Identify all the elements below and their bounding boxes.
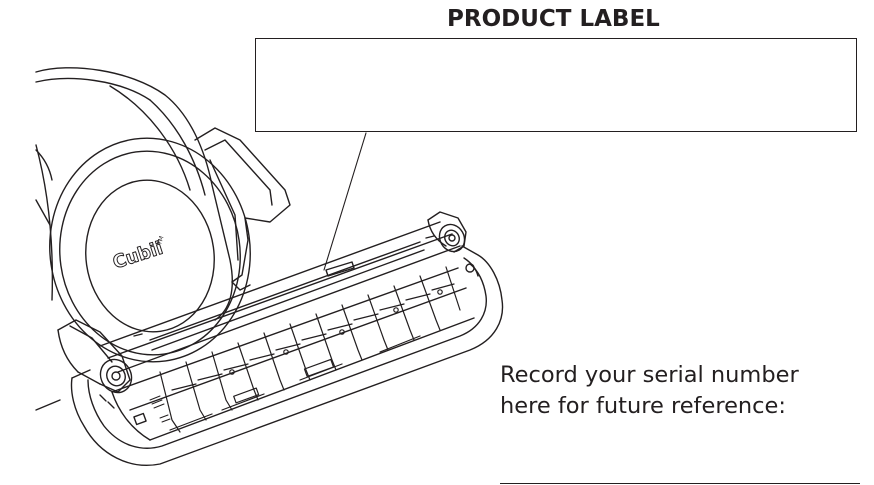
serial-number-write-line: [500, 483, 860, 484]
flywheel-housing: [35, 67, 291, 411]
support-bar: [99, 221, 461, 373]
product-label-box: [255, 38, 857, 132]
svg-text:TM: TM: [156, 235, 166, 247]
serial-prompt-line-2: here for future reference:: [500, 393, 786, 419]
tray-end-marks: [149, 395, 171, 423]
label-leader-line: [323, 132, 367, 271]
product-label-title: PRODUCT LABEL: [447, 6, 660, 32]
serial-prompt-line-1: Record your serial number: [500, 362, 799, 388]
rear-roller: [427, 211, 479, 277]
tray-ribs: [159, 266, 461, 433]
base-tray: [70, 245, 504, 466]
cubii-logo: Cubii TM: [110, 235, 166, 274]
front-roller: [57, 319, 133, 394]
serial-number-prompt: Record your serial number here for futur…: [500, 360, 799, 422]
